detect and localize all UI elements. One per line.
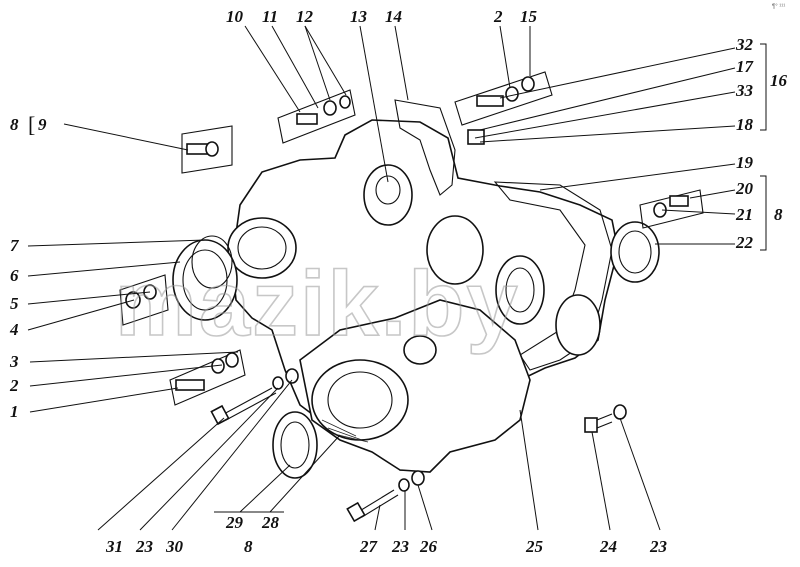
bracket-16	[760, 43, 767, 131]
seal-boss-inner	[327, 371, 393, 429]
gasket-14	[394, 99, 456, 196]
cover-plate-22-inner	[618, 230, 652, 274]
label-13: 13	[350, 7, 368, 26]
cover-plate-22	[610, 221, 660, 283]
bolt-group-2-15	[454, 71, 553, 126]
label-24: 24	[599, 537, 617, 556]
label-7: 7	[10, 236, 20, 255]
label-5: 5	[10, 294, 19, 313]
gearcase-cover-drawing	[119, 71, 704, 523]
bore-upper-left-inner	[237, 226, 287, 270]
label-8-right: 8	[774, 205, 783, 224]
label-23-mid: 23	[391, 537, 410, 556]
bolt-group-20-21	[639, 189, 704, 229]
gasket-19	[493, 181, 613, 371]
label-8: 8	[10, 115, 19, 134]
bolt-24	[584, 404, 627, 433]
label-6: 6	[10, 266, 19, 285]
label-11: 11	[262, 7, 278, 26]
label-33: 33	[735, 81, 754, 100]
label-28: 28	[261, 513, 280, 532]
label-14: 14	[385, 7, 402, 26]
bore-center	[426, 215, 484, 285]
bore-top-center-inner	[375, 175, 401, 205]
label-1: 1	[10, 402, 19, 421]
corner-code: ¶° ¹¹¹	[772, 4, 785, 10]
label-21: 21	[735, 205, 753, 224]
oil-seal-29-inner	[280, 421, 310, 469]
label-8-bottom: 8	[244, 537, 253, 556]
label-2-top: 2	[493, 7, 503, 26]
label-27: 27	[359, 537, 379, 556]
label-4: 4	[9, 320, 19, 339]
label-30: 30	[165, 537, 184, 556]
label-15: 15	[520, 7, 538, 26]
label-31: 31	[105, 537, 123, 556]
label-23-left: 23	[135, 537, 154, 556]
bolt-31	[210, 368, 299, 426]
bore-right-mid	[495, 255, 545, 325]
bolt-group-1-3	[169, 349, 246, 406]
label-17: 17	[736, 57, 755, 76]
bracket-8-9: [	[28, 112, 35, 137]
label-18: 18	[736, 115, 754, 134]
label-29: 29	[225, 513, 244, 532]
label-26: 26	[419, 537, 438, 556]
label-10: 10	[226, 7, 244, 26]
bracket-8-right	[760, 175, 767, 251]
label-3: 3	[9, 352, 19, 371]
label-12: 12	[296, 7, 314, 26]
oil-seal-29	[272, 411, 318, 479]
bolt-group-10-12	[277, 89, 356, 144]
label-23-right: 23	[649, 537, 668, 556]
cover-plate-6-rim	[191, 235, 233, 289]
bore-top-center	[363, 164, 413, 226]
bolt-group-9	[181, 125, 233, 174]
bore-right-mid-inner	[505, 267, 535, 313]
watermark: mazik.by	[115, 253, 520, 355]
label-20: 20	[735, 179, 754, 198]
label-19: 19	[736, 153, 754, 172]
label-9: 9	[38, 115, 47, 134]
label-16: 16	[770, 71, 788, 90]
label-32: 32	[735, 35, 754, 54]
callout-labels: 1 2 3 4 5 6 7 8 9 10 11 12 13 14 2 15 32…	[9, 7, 788, 556]
label-22: 22	[735, 233, 754, 252]
plug-18	[467, 129, 485, 145]
cover-port	[403, 335, 437, 365]
label-2: 2	[9, 376, 19, 395]
bore-right-low	[555, 294, 601, 356]
bolt-27	[346, 470, 425, 523]
label-25: 25	[525, 537, 544, 556]
leader-lines	[27, 25, 736, 531]
